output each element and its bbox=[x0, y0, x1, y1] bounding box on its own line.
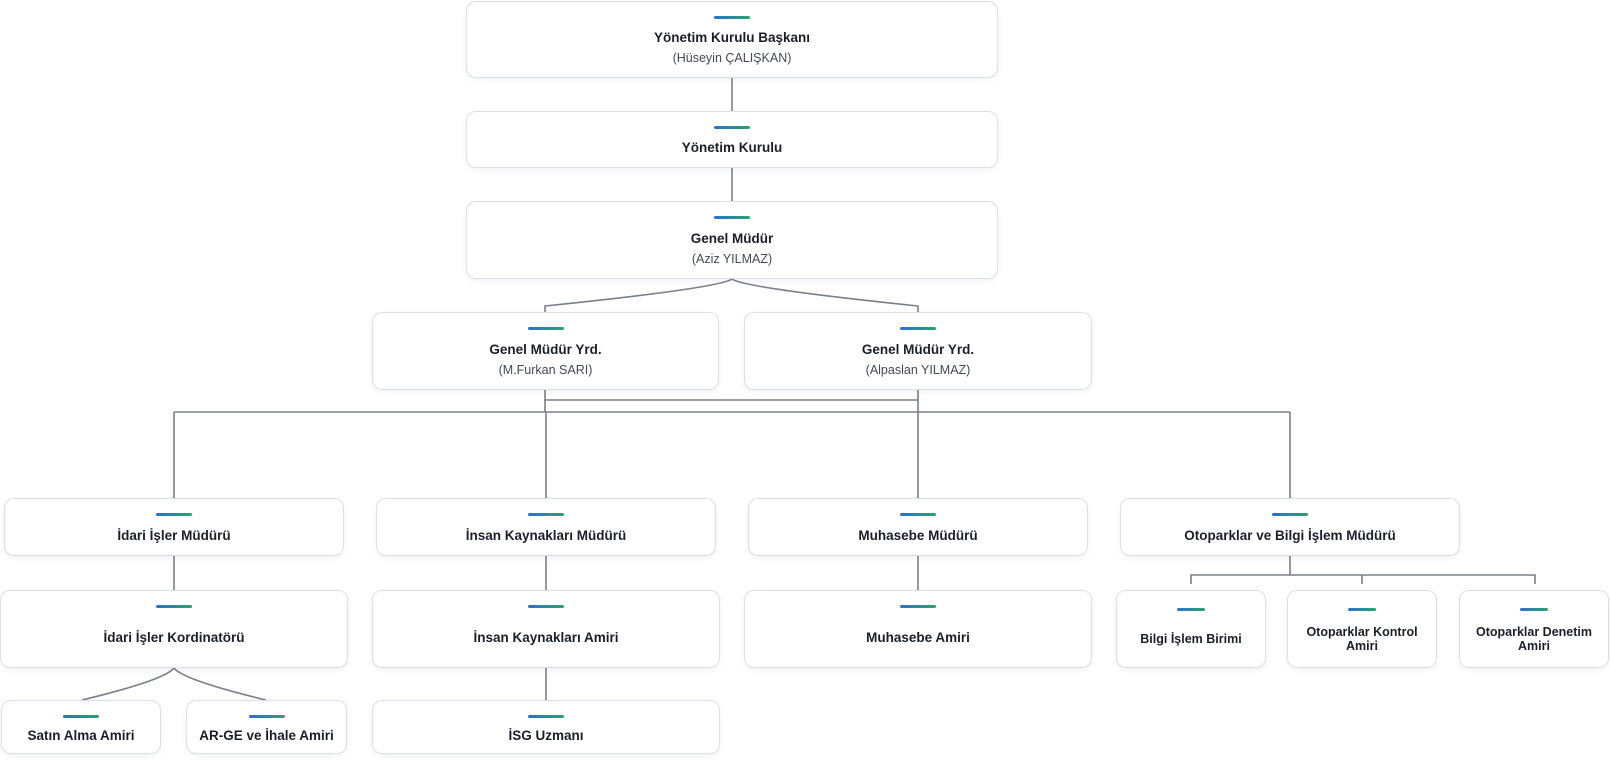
node-muhasebe-mudur[interactable]: Muhasebe Müdürü bbox=[748, 498, 1088, 556]
node-gmy2[interactable]: Genel Müdür Yrd. (Alpaslan YILMAZ) bbox=[744, 312, 1092, 390]
node-title: Yönetim Kurulu bbox=[681, 140, 783, 155]
node-isg[interactable]: İSG Uzmanı bbox=[372, 700, 720, 754]
node-yk-baskan[interactable]: Yönetim Kurulu Başkanı (Hüseyin ÇALIŞKAN… bbox=[466, 1, 998, 78]
node-title: Otoparklar ve Bilgi İşlem Müdürü bbox=[1184, 527, 1396, 543]
accent-bar bbox=[900, 605, 936, 608]
node-yk[interactable]: Yönetim Kurulu bbox=[466, 111, 998, 168]
accent-bar bbox=[714, 126, 750, 129]
node-title: Otoparklar Kontrol Amiri bbox=[1306, 625, 1418, 653]
node-idari-kord[interactable]: İdari İşler Kordinatörü bbox=[0, 590, 348, 668]
node-bilgi-islem[interactable]: Bilgi İşlem Birimi bbox=[1116, 590, 1266, 668]
accent-bar bbox=[528, 605, 564, 608]
node-title: Otoparklar Denetim Amiri bbox=[1475, 625, 1592, 653]
node-title: İnsan Kaynakları Müdürü bbox=[465, 527, 627, 543]
accent-bar bbox=[1272, 513, 1308, 516]
node-title: AR-GE ve İhale Amiri bbox=[199, 727, 334, 743]
node-title: Satın Alma Amiri bbox=[27, 727, 135, 743]
node-subtitle: (Aziz YILMAZ) bbox=[691, 251, 773, 266]
node-subtitle: (Hüseyin ÇALIŞKAN) bbox=[672, 51, 792, 65]
accent-bar bbox=[1520, 608, 1548, 611]
node-title: İdari İşler Müdürü bbox=[117, 527, 231, 543]
accent-bar bbox=[528, 715, 564, 718]
node-otopark-denetim[interactable]: Otoparklar Denetim Amiri bbox=[1459, 590, 1609, 668]
accent-bar bbox=[714, 16, 750, 19]
accent-bar bbox=[714, 216, 750, 219]
node-title: Bilgi İşlem Birimi bbox=[1140, 632, 1242, 646]
node-title: Genel Müdür Yrd. bbox=[861, 341, 975, 357]
node-subtitle: (M.Furkan SARI) bbox=[498, 362, 593, 377]
connector-gm-gmy2 bbox=[731, 278, 919, 312]
node-otopark-mudur[interactable]: Otoparklar ve Bilgi İşlem Müdürü bbox=[1120, 498, 1460, 556]
accent-bar bbox=[1348, 608, 1376, 611]
accent-bar bbox=[900, 327, 936, 330]
node-gm[interactable]: Genel Müdür (Aziz YILMAZ) bbox=[466, 201, 998, 279]
accent-bar bbox=[1177, 608, 1205, 611]
accent-bar bbox=[156, 513, 192, 516]
node-ik-amir[interactable]: İnsan Kaynakları Amiri bbox=[372, 590, 720, 668]
node-idari-mudur[interactable]: İdari İşler Müdürü bbox=[4, 498, 344, 556]
accent-bar bbox=[900, 513, 936, 516]
node-title: Muhasebe Amiri bbox=[866, 629, 970, 645]
connector-gm-gmy1 bbox=[544, 278, 733, 312]
connector-otopark-bus bbox=[1190, 556, 1536, 584]
node-subtitle: (Alpaslan YILMAZ) bbox=[865, 362, 971, 377]
accent-bar bbox=[248, 715, 285, 718]
accent-bar bbox=[156, 605, 192, 608]
connector-kord-arge bbox=[173, 667, 267, 701]
node-title: Muhasebe Müdürü bbox=[858, 527, 978, 543]
node-gmy1[interactable]: Genel Müdür Yrd. (M.Furkan SARI) bbox=[372, 312, 719, 390]
node-satin-alma[interactable]: Satın Alma Amiri bbox=[1, 700, 161, 754]
accent-bar bbox=[63, 715, 99, 718]
node-title: İnsan Kaynakları Amiri bbox=[473, 629, 619, 645]
connector-kord-satin bbox=[81, 667, 175, 701]
node-title: Genel Müdür bbox=[690, 230, 774, 246]
connector-gmy-join bbox=[544, 390, 919, 401]
accent-bar bbox=[528, 513, 564, 516]
node-otopark-kontrol[interactable]: Otoparklar Kontrol Amiri bbox=[1287, 590, 1437, 668]
node-arge[interactable]: AR-GE ve İhale Amiri bbox=[186, 700, 347, 754]
node-title: İdari İşler Kordinatörü bbox=[103, 629, 245, 645]
node-title: Genel Müdür Yrd. bbox=[489, 341, 602, 357]
accent-bar bbox=[527, 327, 564, 330]
node-title: Yönetim Kurulu Başkanı bbox=[653, 30, 811, 45]
node-title: İSG Uzmanı bbox=[508, 727, 584, 743]
node-ik-mudur[interactable]: İnsan Kaynakları Müdürü bbox=[376, 498, 716, 556]
node-muhasebe-amir[interactable]: Muhasebe Amiri bbox=[744, 590, 1092, 668]
